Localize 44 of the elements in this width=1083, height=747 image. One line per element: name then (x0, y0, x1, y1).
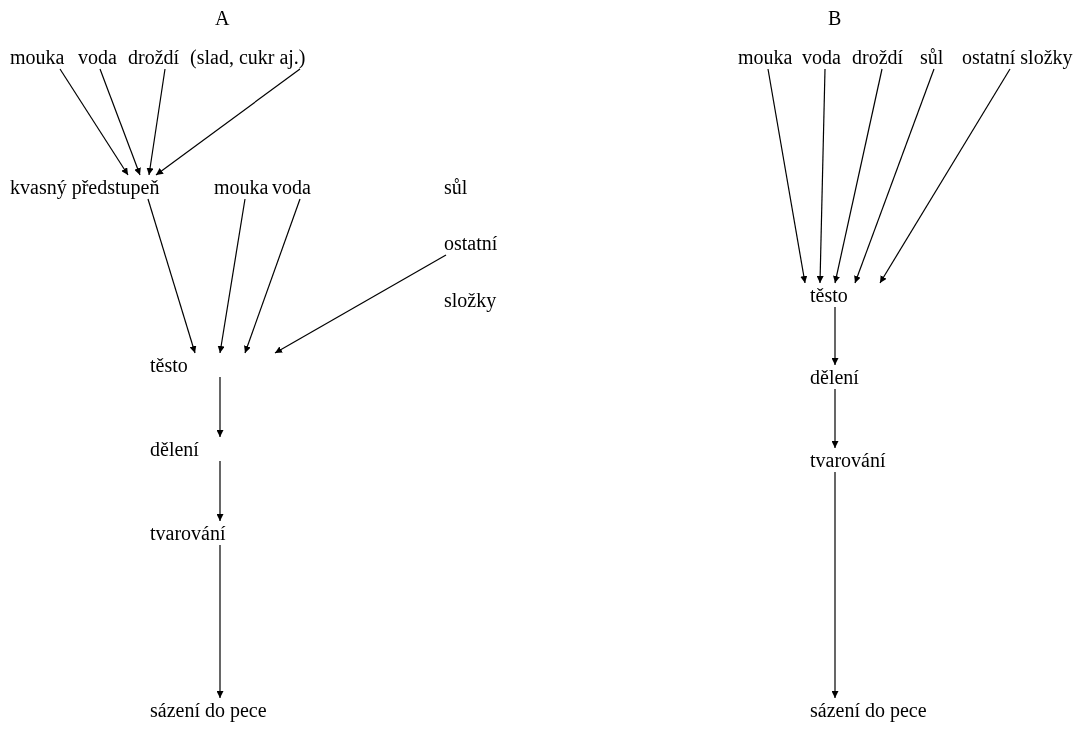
step-label: sůl (920, 45, 944, 69)
arrow (244, 198, 301, 354)
column-heading: A (215, 6, 230, 30)
step-label: voda (78, 45, 117, 69)
step-label: mouka (214, 175, 269, 199)
step-label: voda (272, 175, 311, 199)
arrow (816, 68, 826, 284)
arrow (59, 68, 129, 176)
step-label: mouka (738, 45, 793, 69)
step-label: droždí (852, 45, 904, 69)
step-label: droždí (128, 45, 180, 69)
arrow (216, 376, 224, 438)
step-label: těsto (810, 283, 848, 307)
step-label: sázení do pece (150, 698, 267, 722)
arrow (767, 68, 808, 284)
arrow (147, 198, 197, 354)
arrow (831, 471, 839, 699)
step-label: sázení do pece (810, 698, 927, 722)
step-label: sůl (444, 175, 468, 199)
arrow (879, 68, 1011, 284)
arrow (146, 68, 166, 176)
arrow (274, 254, 447, 354)
arrow (217, 198, 246, 354)
arrow (831, 306, 839, 366)
arrow (99, 68, 141, 176)
column-heading: B (828, 6, 842, 30)
step-label: dělení (150, 437, 199, 461)
step-label: ostatní (444, 231, 498, 255)
step-label: složky (444, 288, 497, 312)
step-label: tvarování (810, 448, 886, 472)
step-label: (slad, cukr aj.) (190, 45, 306, 69)
step-label: těsto (150, 353, 188, 377)
step-label: mouka (10, 45, 65, 69)
arrow (216, 460, 224, 522)
arrow (216, 544, 224, 699)
arrow (854, 68, 935, 284)
arrow (831, 388, 839, 449)
step-label: ostatní složky (962, 45, 1073, 69)
step-label: kvasný předstupeň (10, 175, 160, 199)
step-label: dělení (810, 365, 859, 389)
step-label: tvarování (150, 521, 226, 545)
step-label: voda (802, 45, 841, 69)
arrow (155, 68, 301, 176)
arrow (833, 68, 883, 284)
